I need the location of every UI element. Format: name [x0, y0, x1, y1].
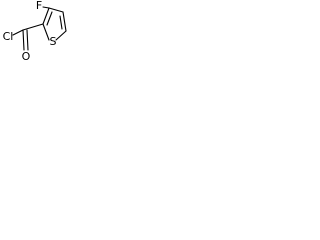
bond-ring-c4-c5-double: [59, 15, 63, 30]
bond-carbonyl-ring: [22, 23, 44, 31]
bond-ring-c2-c3-double: [46, 11, 53, 26]
sulfur-label: S: [50, 35, 57, 48]
bond-ring-c2-c3: [42, 7, 50, 25]
oxygen-label: O: [22, 50, 31, 63]
chlorine-label: Cl: [3, 30, 14, 43]
bond-carbonyl-oxygen-a: [22, 29, 25, 51]
bond-ring-c3-c4: [48, 7, 64, 13]
bond-ring-s-c2: [42, 23, 50, 41]
atom-label-group: Cl F O S: [3, 0, 57, 63]
bond-group: [12, 6, 67, 51]
chemical-structure-diagram: Cl F O S: [3, 0, 67, 63]
fluorine-label: F: [36, 0, 42, 12]
bond-ring-c5-s: [55, 30, 67, 41]
bond-ring-fluorine: [42, 6, 50, 9]
bond-cl-carbonyl: [12, 29, 24, 36]
bond-carbonyl-oxygen-b: [26, 29, 29, 51]
bond-ring-c4-c5: [62, 11, 67, 32]
